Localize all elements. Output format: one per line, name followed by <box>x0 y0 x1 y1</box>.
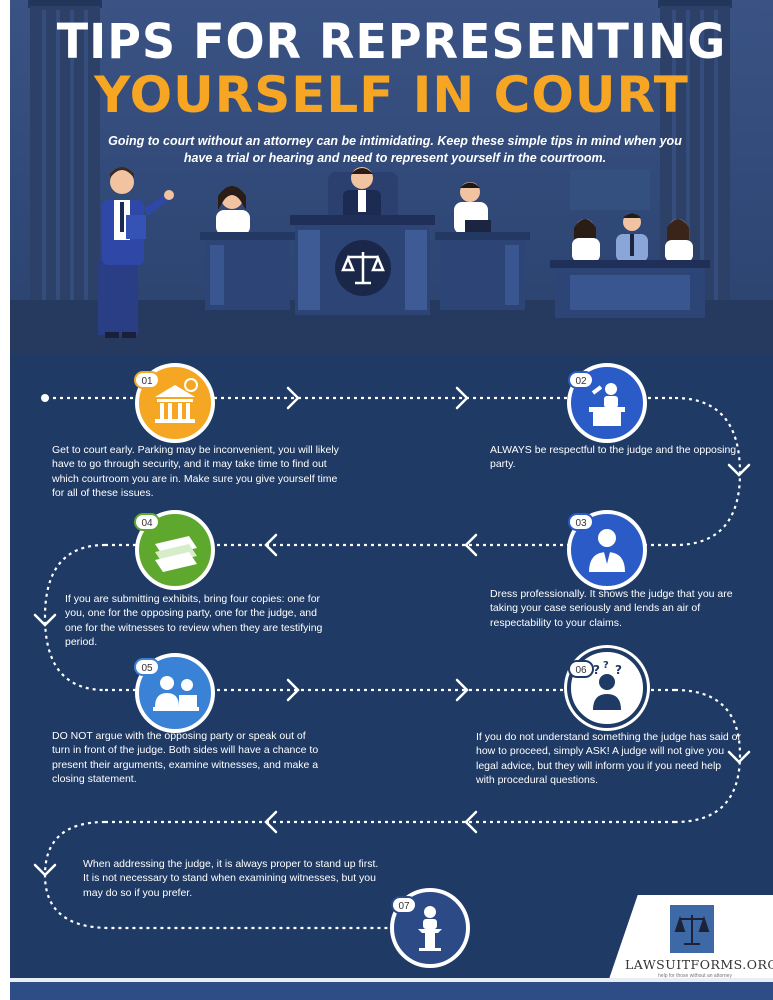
tips-path-section: 01 Get to court early. Parking may be in… <box>10 355 773 982</box>
document-stack-icon <box>155 536 197 572</box>
bottom-stripe-light <box>10 978 773 982</box>
left-column <box>30 0 100 310</box>
step-03-number: 03 <box>568 513 594 531</box>
bottom-bar <box>10 982 773 1000</box>
step-02-number: 02 <box>568 371 594 389</box>
professional-man-icon <box>589 529 625 572</box>
scales-icon <box>674 915 710 945</box>
step-02-text: ALWAYS be respectful to the judge and th… <box>490 444 737 471</box>
step-07-text: When addressing the judge, it is always … <box>83 858 379 899</box>
subtitle: Going to court without an attorney can b… <box>108 134 682 165</box>
header-banner: TIPS FOR REPRESENTING YOURSELF IN COURT … <box>10 0 773 355</box>
lawyer-figure <box>98 167 174 338</box>
judge-at-bench-icon <box>589 383 625 426</box>
step-05-text: DO NOT argue with the opposing party or … <box>52 730 319 786</box>
step-06-text: If you do not understand something the j… <box>476 731 742 787</box>
step-03-text: Dress professionally. It shows the judge… <box>490 588 733 629</box>
dotted-path <box>33 386 751 930</box>
jury-box <box>550 213 710 318</box>
step-02-judge-icon <box>567 363 647 443</box>
step-04-number: 04 <box>134 513 160 531</box>
svg-text:?: ? <box>593 663 600 677</box>
judge-bench <box>290 167 435 315</box>
step-07-number: 07 <box>391 896 417 914</box>
courthouse-icon <box>155 378 198 423</box>
podium-speaker-icon <box>418 906 442 951</box>
logo-text[interactable]: LAWSUITFORMS.ORG <box>625 957 773 972</box>
stenographer-desk <box>435 182 530 310</box>
step-04-text: If you are submitting exhibits, bring fo… <box>65 593 323 649</box>
people-at-desk-icon <box>153 676 199 711</box>
logo-tagline: help for those without an attorney <box>658 973 732 979</box>
svg-text:?: ? <box>603 660 609 671</box>
path-start-dot <box>41 394 49 402</box>
step-01-text: Get to court early. Parking may be incon… <box>52 444 339 500</box>
svg-text:?: ? <box>615 663 622 677</box>
title-line-2: YOURSELF IN COURT <box>94 66 689 124</box>
step-06-number: 06 <box>568 660 594 678</box>
scales-icon <box>341 252 385 285</box>
logo-mark <box>670 905 714 953</box>
clerk-desk <box>200 186 295 310</box>
courtroom-illustration <box>98 167 710 338</box>
window <box>570 170 650 210</box>
step-01-number: 01 <box>134 371 160 389</box>
step-03-professional-icon <box>567 510 647 590</box>
question-person-icon: ? ? ? <box>593 660 622 710</box>
step-05-number: 05 <box>134 658 160 676</box>
title-line-1: TIPS FOR REPRESENTING <box>56 12 727 70</box>
